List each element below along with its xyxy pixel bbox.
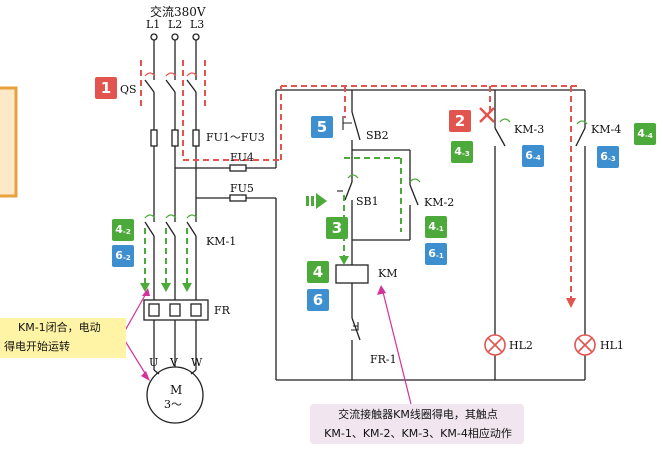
step-badge-1: 1 [95,77,117,99]
label-u: U [149,356,159,369]
contact-motion-marks [144,118,588,219]
step-badge-5: 5 [311,116,333,138]
badge-km2-4: 4-1 [425,216,447,238]
label-fu4: FU4 [230,151,254,164]
step-badge-3: 3 [326,217,348,239]
pointer-arrowheads [141,285,386,381]
label-fu1-fu3: FU1～FU3 [206,131,265,144]
left-callout-box [0,318,126,358]
red-flow-arrowhead [566,298,576,308]
badge-km4-6: 6-3 [597,146,619,168]
label-km-coil: KM [378,267,398,280]
supply-title: 交流380V [150,5,206,19]
step-badge-2: 2 [449,110,471,132]
left-callout-line2: 得电开始运转 [4,340,70,353]
lamp-hl2 [484,334,506,356]
qs-motion-marks [144,72,198,77]
label-w: W [191,356,203,369]
label-qs: QS [120,83,137,96]
label-km4: KM-4 [591,123,622,136]
red-current-path [140,60,577,300]
label-hl1: HL1 [600,339,624,352]
bottom-callout-box [310,404,524,444]
badge-km4-4: 4-4 [634,123,656,145]
sb1-push-arrow [306,193,327,209]
label-km3: KM-3 [514,123,545,136]
km3-open-mark [479,107,495,123]
badge-km2-6: 6-1 [425,243,447,265]
badge-km1-6: 6-2 [112,245,134,267]
label-fu5: FU5 [230,182,254,195]
label-km2: KM-2 [424,196,455,209]
badge-km1-4: 4-2 [112,219,134,241]
control-wires [275,89,586,381]
label-sb1: SB1 [356,195,379,208]
label-fr1: FR-1 [370,353,397,366]
supply-terminals [150,33,200,41]
phase-l2: L2 [168,18,183,31]
main-wires [143,40,276,424]
label-v: V [170,356,178,369]
bottom-callout-line2: KM-1、KM-2、KM-3、KM-4相应动作 [324,427,512,440]
green-flow-arrowheads [140,256,349,292]
left-edge-fragment [0,86,18,198]
badge-km3-4: 4-3 [451,141,473,163]
step-badge-6: 6 [307,289,329,311]
step-badge-4: 4 [307,261,329,283]
badge-km3-6: 6-4 [522,145,544,167]
label-sb2: SB2 [366,129,389,142]
phase-l1: L1 [146,18,161,31]
phase-l3: L3 [190,18,205,31]
label-fr: FR [214,304,230,317]
switch-actuators [337,116,359,331]
left-callout-line1: KM-1闭合，电动 [18,321,101,334]
lamp-hl1 [574,334,596,356]
pointer-lines [121,287,412,405]
label-hl2: HL2 [509,339,533,352]
label-km1: KM-1 [206,235,237,248]
left-callout: KM-1闭合，电动 得电开始运转 [4,318,101,356]
bottom-callout: 交流接触器KM线圈得电，其触点 KM-1、KM-2、KM-3、KM-4相应动作 [316,405,520,443]
bottom-callout-line1: 交流接触器KM线圈得电，其触点 [338,408,498,421]
motor-label: M [170,383,183,397]
motor-phase-label: 3～ [164,398,182,411]
